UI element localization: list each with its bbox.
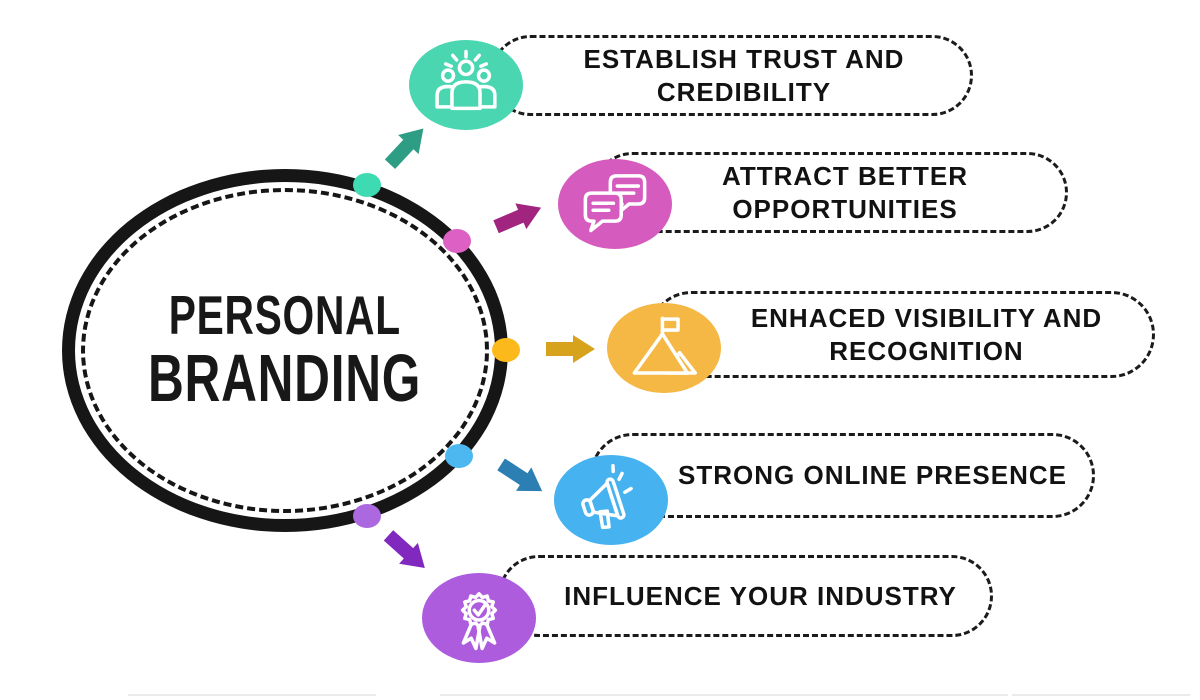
arrow-visibility-icon bbox=[546, 335, 595, 363]
title-line-2: BRANDING bbox=[148, 341, 422, 417]
dot-influence bbox=[353, 504, 381, 528]
dot-online bbox=[445, 444, 473, 468]
pill-trust-label: ESTABLISH TRUST AND CREDIBILITY bbox=[583, 44, 905, 107]
pill-online: STRONG ONLINE PRESENCE bbox=[590, 433, 1095, 518]
title-line-1: PERSONAL bbox=[168, 284, 402, 347]
pill-opportunities-label: ATTRACT BETTER OPPORTUNITIES bbox=[721, 161, 969, 224]
pill-visibility: ENHACED VISIBILITY AND RECOGNITION bbox=[648, 291, 1155, 378]
bottom-divider-segment bbox=[128, 694, 376, 696]
arrow-trust-icon bbox=[384, 128, 424, 170]
dot-visibility bbox=[492, 338, 520, 362]
pill-influence-label: INFLUENCE YOUR INDUSTRY bbox=[564, 580, 957, 611]
central-title: PERSONAL BRANDING bbox=[75, 182, 495, 519]
dot-opportunities bbox=[443, 229, 471, 253]
bottom-divider-segment bbox=[440, 694, 1008, 696]
team-leader-icon bbox=[435, 49, 497, 111]
pill-influence: INFLUENCE YOUR INDUSTRY bbox=[498, 555, 993, 637]
inner-dashed-ring bbox=[81, 188, 489, 513]
award-badge-icon bbox=[460, 592, 498, 651]
dot-trust bbox=[353, 173, 381, 197]
arrow-opportunities-icon bbox=[493, 203, 542, 234]
chat-bubbles-icon bbox=[583, 174, 647, 233]
arrow-influence-icon bbox=[383, 530, 425, 569]
circle-visibility bbox=[607, 303, 721, 393]
pill-online-label: STRONG ONLINE PRESENCE bbox=[678, 460, 1067, 491]
circle-trust bbox=[409, 40, 523, 130]
circle-opportunities bbox=[558, 159, 672, 249]
bottom-divider-segment bbox=[1012, 694, 1190, 696]
pill-trust: ESTABLISH TRUST AND CREDIBILITY bbox=[490, 35, 973, 116]
circle-online bbox=[554, 455, 668, 545]
mountain-flag-icon bbox=[632, 316, 697, 375]
central-circle: PERSONAL BRANDING bbox=[62, 169, 508, 532]
megaphone-icon bbox=[581, 463, 633, 530]
arrow-online-icon bbox=[497, 458, 543, 492]
pill-visibility-label: ENHACED VISIBILITY AND RECOGNITION bbox=[750, 303, 1103, 366]
circle-influence bbox=[422, 573, 536, 663]
pill-opportunities: ATTRACT BETTER OPPORTUNITIES bbox=[592, 152, 1068, 233]
